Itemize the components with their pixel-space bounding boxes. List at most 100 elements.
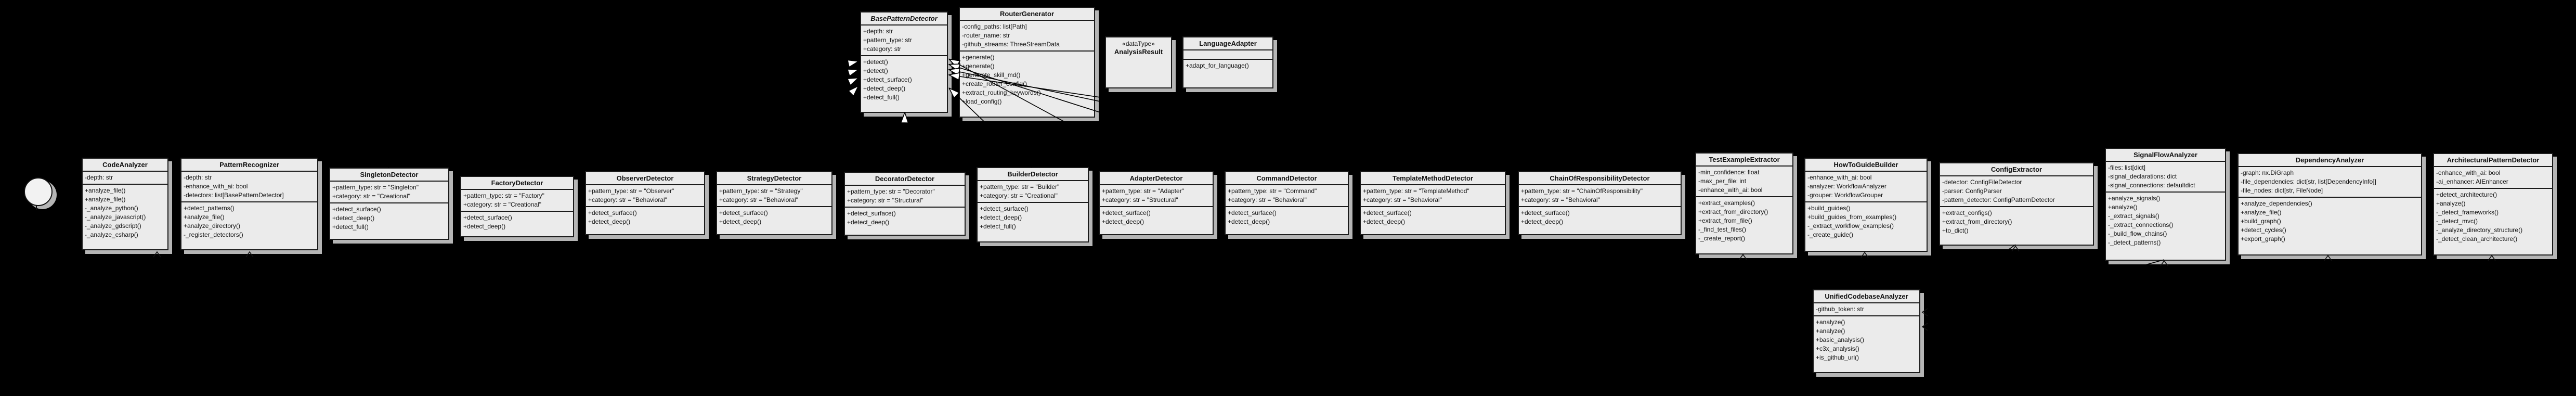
method: -_create_report() [1698, 235, 1746, 242]
class-box-SignalFlowAnalyzer[interactable]: SignalFlowAnalyzer-files: list[dict]-sig… [2105, 148, 2226, 261]
class-box-TemplateMethodDetector[interactable]: TemplateMethodDetector+pattern_type: str… [1360, 171, 1506, 235]
methods-compartment: +analyze_signals()+analyze()-_extract_si… [2106, 191, 2225, 260]
class-title: TestExampleExtractor [1696, 154, 1792, 165]
method: +detect_deep() [463, 223, 506, 230]
attribute: +pattern_type: str = "ChainOfResponsibil… [1521, 187, 1643, 195]
method: +detect_surface() [1102, 209, 1151, 216]
attributes-compartment: -depth: str-enhance_with_ai: bool-detect… [181, 171, 317, 201]
attributes-compartment: +pattern_type: str = "Strategy"+category… [717, 184, 831, 206]
attribute: -pattern_detector: ConfigPatternDetector [1942, 196, 2055, 203]
class-box-AnalysisResult[interactable]: «dataType»AnalysisResult [1105, 36, 1172, 88]
attribute: +pattern_type: str = "Singleton" [332, 184, 419, 191]
methods-compartment: +adapt_for_language() [1183, 59, 1272, 87]
class-box-TestExampleExtractor[interactable]: TestExampleExtractor -min_confidence: flo… [1695, 152, 1793, 254]
attribute: -router_name: str [962, 32, 1010, 39]
methods-compartment: +detect_surface()+detect_deep()+detect_f… [978, 202, 1088, 241]
method: +detect_deep() [332, 214, 375, 222]
attribute: +pattern_type: str = "Command" [1228, 187, 1317, 195]
class-name: TestExampleExtractor [1709, 156, 1780, 163]
method: +analyze_signals() [2108, 195, 2161, 202]
class-title: CodeAnalyzer [83, 159, 167, 171]
attribute: -signal_declarations: dict [2108, 173, 2177, 180]
class-title: PatternRecognizer [181, 159, 317, 171]
method: +detect_deep() [1228, 218, 1270, 225]
class-title: TemplateMethodDetector [1361, 172, 1505, 184]
method: +build_guides_from_examples() [1807, 213, 1897, 221]
class-box-BasePatternDetector[interactable]: BasePatternDetector+depth: str+pattern_t… [860, 11, 948, 113]
method: +extract_from_directory() [1698, 208, 1768, 215]
method: +load_config() [962, 98, 1002, 105]
class-box-ChainOfResponsibilityDetector[interactable]: ChainOfResponsibilityDetector+pattern_ty… [1518, 171, 1682, 235]
method: +detect_deep() [847, 219, 890, 226]
methods-compartment: +detect_surface()+detect_deep()+detect_f… [330, 202, 448, 239]
class-title: ConfigExtractor [1940, 163, 2093, 175]
method: -_analyze_gdscript() [85, 222, 141, 229]
method: -_extract_signals() [2108, 212, 2159, 220]
method: +detect_patterns() [184, 205, 235, 212]
method: +generate() [962, 62, 995, 70]
class-box-ObserverDetector[interactable]: ObserverDetector +pattern_type: str = "Ob… [585, 171, 705, 235]
class-box-StrategyDetector[interactable]: StrategyDetector+pattern_type: str = "St… [716, 171, 832, 235]
class-box-DecoratorDetector[interactable]: DecoratorDetector +pattern_type: str = "D… [844, 172, 966, 236]
class-title: BuilderDetector [978, 168, 1088, 180]
attribute: +pattern_type: str = "Strategy" [719, 187, 803, 195]
class-box-DependencyAnalyzer[interactable]: DependencyAnalyzer-graph: nx.DiGraph-fil… [2237, 153, 2422, 256]
attributes-compartment [1183, 49, 1272, 59]
class-box-SingletonDetector[interactable]: SingletonDetector +pattern_type: str = "S… [329, 168, 449, 240]
method: -_detect_patterns() [2108, 239, 2161, 246]
method: -_detect_mvc() [2436, 218, 2478, 225]
method: +analyze_file() [2241, 209, 2282, 216]
actor-node[interactable] [24, 177, 53, 206]
class-box-RouterGenerator[interactable]: RouterGenerator-config_paths: list[Path]… [959, 7, 1095, 118]
class-title: ObserverDetector [586, 172, 704, 184]
class-box-ArchitecturalPatternDetector[interactable]: ArchitecturalPatternDetector-enhance_wit… [2433, 153, 2553, 256]
attribute: -analyzer: WorkflowAnalyzer [1807, 183, 1887, 190]
attribute: -files: list[dict] [2108, 164, 2146, 171]
method: +detect_deep() [863, 85, 906, 92]
attributes-compartment: -files: list[dict] -signal_declarations: … [2106, 161, 2225, 191]
class-box-PatternRecognizer[interactable]: PatternRecognizer-depth: str-enhance_wit… [180, 158, 318, 250]
method: -_analyze_python() [85, 205, 138, 212]
class-name: DecoratorDetector [875, 175, 935, 183]
method: +export_graph() [2241, 235, 2285, 242]
attributes-compartment: +pattern_type: str = "Decorator"+categor… [845, 185, 965, 207]
attributes-compartment: +pattern_type: str = "Observer"+category… [586, 184, 704, 206]
class-name: ObserverDetector [616, 174, 674, 182]
class-box-LanguageAdapter[interactable]: LanguageAdapter +adapt_for_language() [1182, 36, 1273, 88]
class-box-ConfigExtractor[interactable]: ConfigExtractor -detector: ConfigFileDete… [1939, 162, 2094, 246]
class-title: ArchitecturalPatternDetector [2434, 154, 2552, 166]
class-name: SingletonDetector [360, 171, 419, 178]
methods-compartment: +detect_surface() +detect_deep() [461, 211, 573, 236]
attribute: +category: str = "Creational" [463, 201, 541, 208]
method: +detect_surface() [1521, 209, 1570, 216]
attribute: -enhance_with_ai: bool [1698, 186, 1763, 194]
attribute: +category: str = "Behavioral" [1521, 196, 1600, 203]
class-box-BuilderDetector[interactable]: BuilderDetector+pattern_type: str = "Bui… [977, 167, 1089, 242]
class-name: LanguageAdapter [1199, 40, 1257, 47]
attributes-compartment: -depth: str [83, 171, 167, 184]
class-box-FactoryDetector[interactable]: FactoryDetector+pattern_type: str = "Fac… [460, 176, 574, 237]
method: +create_router_config() [962, 80, 1027, 87]
method: +detect_surface() [463, 214, 512, 221]
method: +adapt_for_language() [1186, 62, 1249, 69]
class-box-CodeAnalyzer[interactable]: CodeAnalyzer-depth: str+analyze_file()+a… [82, 158, 168, 250]
method: +detect_surface() [980, 205, 1029, 212]
class-box-CommandDetector[interactable]: CommandDetector+pattern_type: str = "Com… [1225, 171, 1349, 235]
attribute: +pattern_type: str = "Adapter" [1102, 187, 1184, 195]
methods-compartment: +extract_examples()+extract_from_directo… [1696, 196, 1792, 253]
class-box-AdapterDetector[interactable]: AdapterDetector+pattern_type: str = "Ada… [1099, 171, 1214, 235]
method: -_detect_frameworks() [2436, 209, 2499, 216]
attribute: -max_per_file: int [1698, 177, 1747, 185]
inheritance-edge [387, 61, 858, 168]
method: +generate_skill_md() [962, 71, 1021, 79]
attribute: -detector: ConfigFileDetector [1942, 178, 2022, 186]
method: +detect() [863, 58, 888, 66]
attributes-compartment: -min_confidence: float-max_per_file: int… [1696, 165, 1792, 196]
attribute: -config_paths: list[Path] [962, 23, 1027, 30]
class-name: AnalysisResult [1114, 48, 1163, 56]
class-box-UnifiedCodebaseAnalyzer[interactable]: UnifiedCodebaseAnalyzer-github_token: st… [1813, 289, 1920, 373]
class-box-HowToGuideBuilder[interactable]: HowToGuideBuilder-enhance_with_ai: bool-… [1804, 158, 1928, 252]
method: +detect_deep() [980, 214, 1022, 221]
class-title: StrategyDetector [717, 172, 831, 184]
method: +detect_architecture() [2436, 191, 2497, 198]
